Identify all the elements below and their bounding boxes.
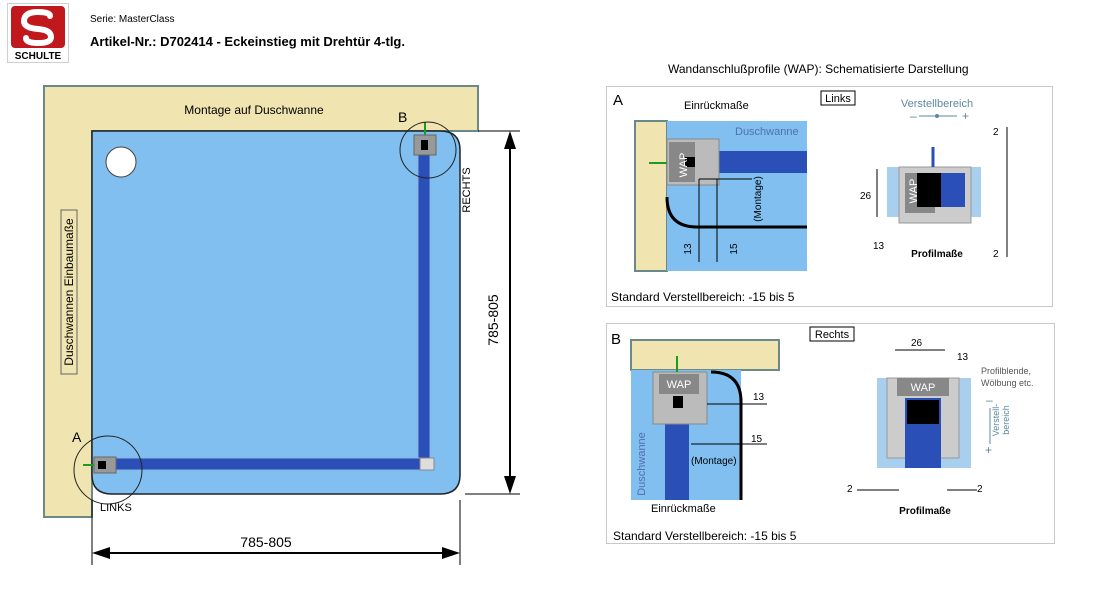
panel-b-standard: Standard Verstellbereich: -15 bis 5	[613, 529, 797, 543]
panel-a-p13: 13	[873, 241, 885, 252]
panel-a-profilmasse: Profilmaße	[911, 249, 963, 260]
article-title: Artikel-Nr.: D702414 - Eckeinstieg mit D…	[90, 34, 405, 49]
height-dimension: 785-805	[485, 294, 501, 346]
panel-a-p2b: 2	[993, 249, 999, 260]
einbau-label: Duschwannen Einbaumaße	[62, 218, 76, 366]
panel-b-verstell-1: Verstell-	[991, 404, 1001, 437]
corner-joint	[419, 457, 435, 471]
panel-a-standard: Standard Verstellbereich: -15 bis 5	[611, 290, 795, 304]
panel-b-p2b: 2	[977, 484, 983, 495]
wap-title: Wandanschlußprofile (WAP): Schematisiert…	[668, 62, 969, 76]
svg-text:+: +	[985, 443, 992, 457]
panel-a-letter: A	[613, 92, 623, 109]
panel-b-blende-2: Wölbung etc.	[981, 378, 1034, 388]
panel-b-letter: B	[611, 331, 621, 348]
panel-b-drawing: B Rechts WAP Duschwanne 13 15 (Montage) …	[611, 326, 1034, 543]
series-label: Serie: MasterClass	[90, 14, 175, 25]
svg-text:WAP: WAP	[908, 179, 920, 204]
shower-plan-diagram: Montage auf Duschwanne Duschwannen Einba…	[43, 85, 520, 565]
svg-text:–: –	[910, 109, 917, 123]
panel-b-montage: (Montage)	[691, 456, 737, 467]
montage-label: Montage auf Duschwanne	[184, 103, 324, 117]
panel-b-profilmasse: Profilmaße	[899, 506, 951, 517]
shower-tray	[91, 130, 461, 495]
panel-b-duschwanne: Duschwanne	[636, 432, 648, 496]
schulte-logo: SCHULTE	[7, 3, 69, 63]
panel-a-duschwanne: Duschwanne	[735, 126, 799, 138]
bottom-profile	[99, 457, 431, 471]
panel-a-wap: WAP	[678, 153, 690, 178]
panel-a-tag: Links	[825, 93, 851, 105]
corner-b-label: B	[398, 109, 407, 125]
svg-text:–: –	[986, 393, 993, 407]
panel-a-einrueck: Einrückmaße	[684, 100, 749, 112]
panel-a-d15: 15	[729, 243, 740, 255]
panel-a-verstell: Verstellbereich	[901, 98, 973, 110]
drain-icon	[105, 146, 137, 178]
panel-a-p2a: 2	[993, 127, 999, 138]
links-label: LINKS	[100, 502, 132, 514]
panel-b-p2a: 2	[847, 484, 853, 495]
detail-circle-a	[73, 435, 143, 505]
panel-a-p26: 26	[860, 191, 872, 202]
panel-a: A Einrückmaße Links Duschwanne WAP 13 15…	[606, 86, 1053, 307]
panel-b-wap: WAP	[667, 379, 692, 391]
logo-s-icon: SCHULTE	[11, 6, 65, 62]
panel-b-blende-1: Profilblende,	[981, 366, 1031, 376]
detail-circle-b	[399, 121, 457, 179]
panel-b-d13: 13	[753, 392, 765, 403]
panel-a-d13: 13	[683, 243, 694, 255]
panel-b-d15: 15	[751, 434, 763, 445]
right-profile	[417, 134, 431, 466]
width-dimension: 785-805	[240, 534, 292, 550]
logo-text: SCHULTE	[15, 51, 62, 62]
panel-b-p26: 26	[911, 338, 923, 349]
svg-text:+: +	[962, 109, 969, 123]
panel-b: B Rechts WAP Duschwanne 13 15 (Montage) …	[606, 323, 1055, 544]
panel-b-verstell-2: bereich	[1001, 405, 1011, 435]
panel-a-drawing: A Einrückmaße Links Duschwanne WAP 13 15…	[611, 90, 1008, 304]
corner-a-label: A	[72, 429, 82, 445]
svg-text:WAP: WAP	[911, 382, 936, 394]
rechts-label: RECHTS	[461, 167, 473, 212]
panel-b-tag: Rechts	[815, 329, 850, 341]
panel-b-einrueck: Einrückmaße	[651, 503, 716, 515]
panel-b-p13: 13	[957, 352, 969, 363]
panel-a-montage: (Montage)	[753, 176, 764, 222]
